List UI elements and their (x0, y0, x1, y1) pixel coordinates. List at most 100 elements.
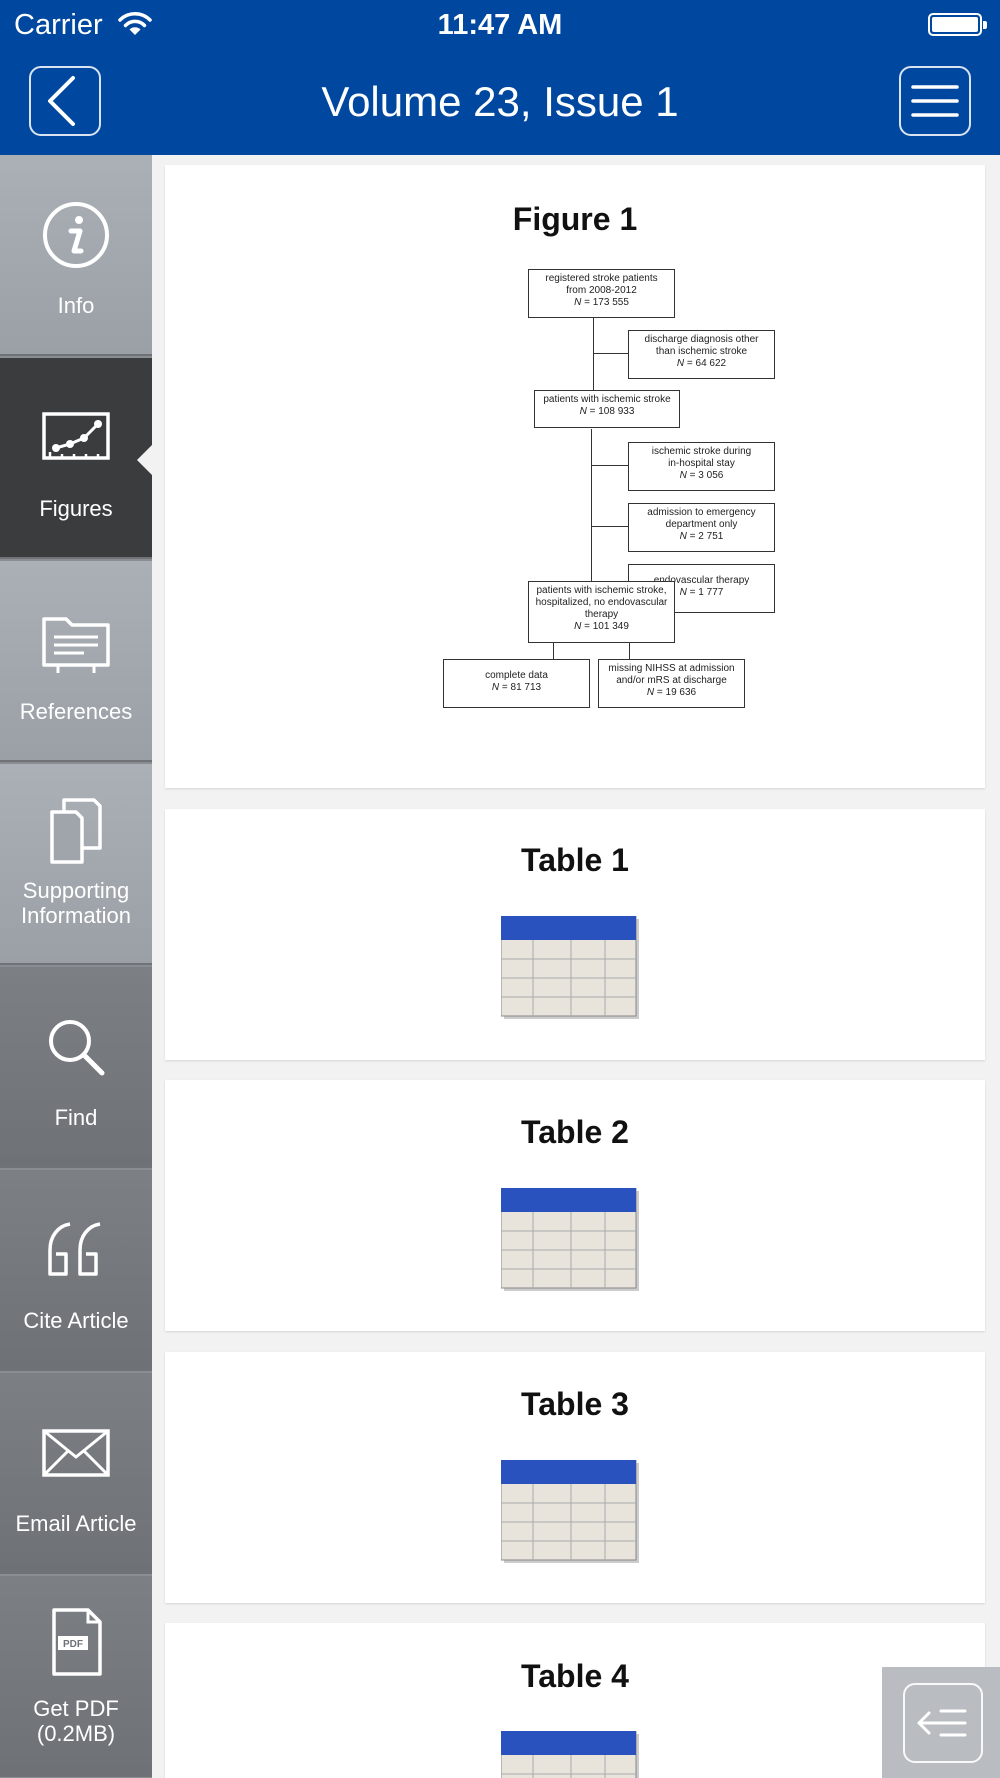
sidebar-item-label: Get PDF (0.2MB) (0, 1696, 152, 1746)
flow-n-value: 108 933 (598, 406, 635, 417)
menu-button[interactable] (899, 66, 971, 136)
pdf-icon: PDF (52, 1608, 102, 1676)
flow-text: admission to emergency (647, 507, 756, 518)
search-icon (49, 1020, 105, 1076)
flow-n-value: 3 056 (698, 470, 724, 481)
page-title: Volume 23, Issue 1 (321, 78, 679, 125)
sidebar-item-label: Figures (39, 496, 113, 521)
flow-n-sep: = (686, 470, 699, 481)
flow-count: N = 81 713 (444, 682, 589, 694)
flow-text: department only (665, 519, 738, 530)
flow-text: in-hospital stay (668, 458, 735, 469)
flow-count: N = 101 349 (529, 621, 674, 633)
toc-button[interactable] (903, 1683, 983, 1763)
flow-count: N = 108 933 (535, 406, 679, 418)
table-card[interactable]: Table 2 (165, 1080, 985, 1331)
flow-n-sep: = (499, 682, 511, 693)
flow-box-registered: registered stroke patients from 2008-201… (528, 269, 675, 318)
chart-icon (42, 412, 110, 460)
flow-text: discharge diagnosis other (644, 334, 759, 345)
folder-icon (42, 617, 110, 673)
flow-count: N = 1 777 (629, 587, 774, 599)
connector-line (553, 642, 554, 660)
connector-line (591, 526, 629, 527)
sidebar-item-references[interactable]: References (0, 561, 152, 762)
sidebar: Info Figures (0, 155, 153, 1778)
flow-n-value: 1 777 (698, 587, 724, 598)
sidebar-item-get-pdf[interactable]: PDF Get PDF (0.2MB) (0, 1576, 152, 1777)
table-card[interactable]: Table 1 (165, 809, 985, 1060)
flow-n-label: N (574, 621, 582, 632)
connector-line (593, 353, 629, 354)
flow-n-sep: = (686, 531, 699, 542)
flow-n-label: N (679, 531, 687, 542)
flow-text: and/or mRS at discharge (616, 675, 727, 686)
sidebar-item-info[interactable]: Info (0, 155, 152, 356)
back-button[interactable] (29, 66, 101, 136)
flow-box-ischemic: patients with ischemic stroke N = 108 93… (534, 390, 680, 428)
status-time: 11:47 AM (437, 9, 563, 41)
flow-box-excluded-diagnosis: discharge diagnosis other than ischemic … (628, 330, 775, 379)
flow-box-excluded-inhospital: ischemic stroke during in-hospital stay … (628, 442, 775, 491)
flow-box-excluded-emergency: admission to emergency department only N… (628, 503, 775, 552)
sidebar-item-find[interactable]: Find (0, 967, 152, 1168)
table-title: Table 4 (521, 1658, 629, 1694)
flow-text: complete data (485, 670, 548, 681)
flow-n-sep: = (684, 358, 696, 369)
table-title: Table 1 (521, 842, 629, 878)
flow-text: endovascular therapy (653, 575, 750, 586)
flow-n-sep: = (581, 297, 593, 308)
sidebar-item-label-line2: (0.2MB) (36, 1721, 116, 1746)
status-bar: Carrier 11:47 AM (0, 0, 1000, 50)
sidebar-item-email-article[interactable]: Email Article (0, 1373, 152, 1574)
flow-box-missing: missing NIHSS at admission and/or mRS at… (598, 659, 745, 708)
connector-line (591, 429, 592, 581)
flow-n-label: N (574, 297, 582, 308)
svg-text:PDF: PDF (63, 1639, 83, 1650)
table-icon (501, 916, 639, 1019)
flow-text: patients with ischemic stroke, (536, 585, 667, 596)
sidebar-item-label: Info (57, 293, 95, 318)
info-icon (43, 202, 109, 268)
flow-n-value: 64 622 (695, 358, 727, 369)
sidebar-item-label: Email Article (15, 1511, 137, 1536)
sidebar-item-label: Supporting Information (0, 878, 152, 928)
flow-count: N = 173 555 (529, 297, 674, 309)
flow-text: from 2008-2012 (566, 285, 637, 296)
sidebar-item-label: References (19, 699, 133, 724)
flow-n-sep: = (654, 687, 666, 698)
flow-n-sep: = (586, 406, 599, 417)
sidebar-item-figures[interactable]: Figures (0, 358, 153, 559)
table-card[interactable]: Table 4 (165, 1623, 985, 1778)
flow-text: therapy (584, 609, 619, 620)
sidebar-item-supporting-information[interactable]: Supporting Information (0, 764, 152, 965)
figure-card[interactable]: Figure 1 registered stroke patients from… (165, 165, 985, 788)
flow-n-label: N (679, 470, 687, 481)
sidebar-item-cite-article[interactable]: Cite Article (0, 1170, 152, 1371)
top-bar: Carrier 11:47 AM Volume 23, Issue 1 (0, 0, 1000, 155)
flow-n-label: N (491, 682, 500, 693)
connector-line (591, 465, 629, 466)
flow-text: missing NIHSS at admission (608, 663, 735, 674)
hamburger-menu-icon (911, 85, 959, 117)
flow-text: registered stroke patients (545, 273, 658, 284)
battery-icon (928, 13, 987, 36)
connector-line (593, 317, 594, 391)
chevron-left-icon (48, 76, 75, 126)
table-card[interactable]: Table 3 (165, 1352, 985, 1603)
flow-text: patients with ischemic stroke (543, 394, 671, 405)
table-icon (501, 1188, 639, 1291)
flow-count: N = 2 751 (629, 531, 774, 543)
flow-n-value: 173 555 (592, 297, 629, 308)
documents-icon (50, 798, 102, 864)
figure-title: Figure 1 (512, 201, 638, 237)
table-icon (501, 1731, 639, 1778)
wifi-icon (118, 12, 152, 35)
flow-n-label: N (646, 687, 655, 698)
flow-n-value: 101 349 (592, 621, 629, 632)
flow-count: N = 64 622 (629, 358, 774, 370)
flow-n-label: N (679, 587, 687, 598)
table-title: Table 3 (521, 1386, 629, 1422)
quote-icon (48, 1222, 101, 1276)
